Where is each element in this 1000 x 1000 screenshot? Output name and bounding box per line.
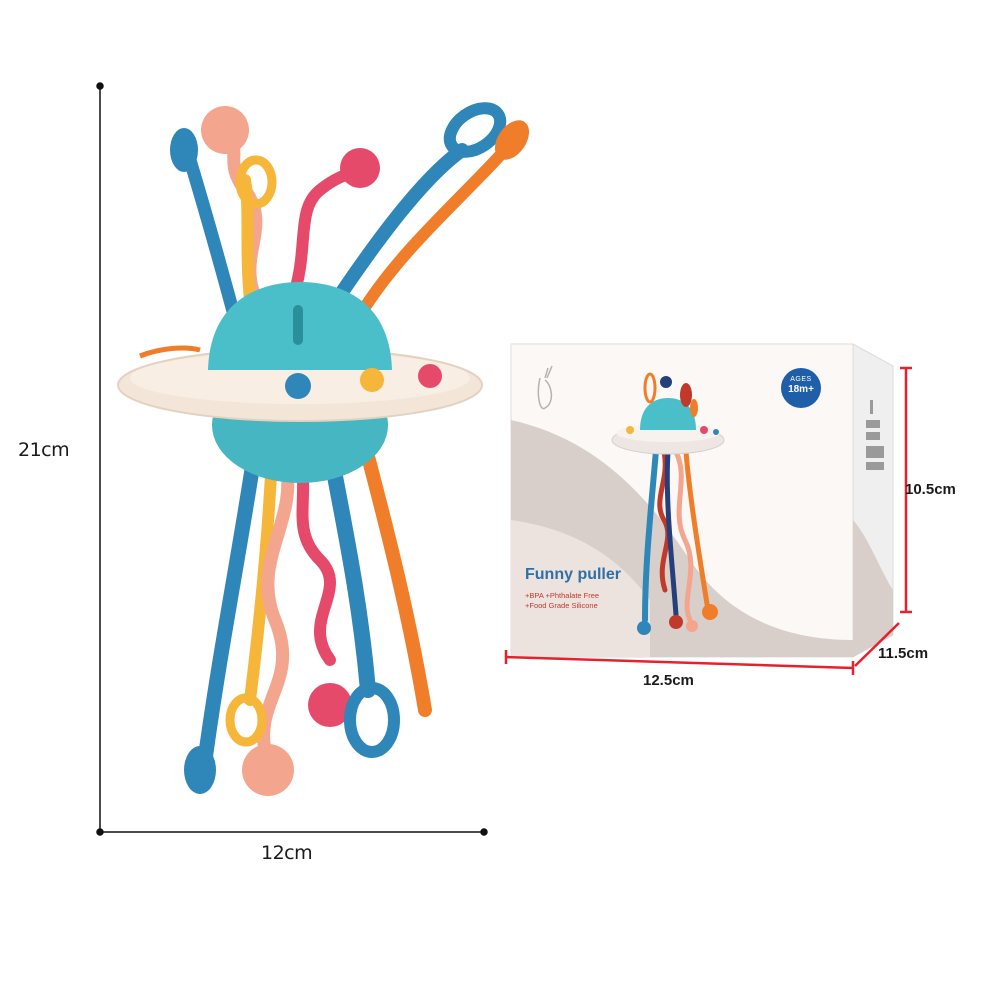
age-badge-value: 18m+ [788, 384, 814, 395]
pink-teether-disc [340, 148, 380, 188]
box-width-label: 12.5cm [643, 672, 694, 689]
yellow-ring-top [235, 155, 277, 209]
pull-string-toy [117, 102, 530, 796]
peach-strand-bottom [257, 453, 295, 757]
peach-disc-bottom [242, 744, 294, 796]
pink-strand-bottom [294, 449, 336, 666]
blue-strand-top-left [183, 153, 245, 337]
peach-teether-disc [201, 106, 249, 154]
toy-height-label: 21cm [18, 439, 70, 461]
pink-disc-bottom [308, 683, 352, 727]
blue-strand-bottom-right [322, 442, 376, 698]
box-height-label: 10.5cm [905, 481, 956, 498]
box-features: +BPA +Phthalate Free +Food Grade Silicon… [525, 591, 599, 611]
orange-strand-bottom [358, 438, 432, 717]
feature-line-1: +BPA +Phthalate Free [525, 591, 600, 600]
box-toy-image [611, 372, 725, 635]
blue-strand-bottom-left [197, 442, 263, 768]
yellow-ring-bottom [225, 693, 267, 747]
blue-strand-top-right [323, 143, 469, 317]
blue-teether-head [170, 128, 198, 172]
blue-button [285, 373, 311, 399]
age-badge-label: AGES [790, 376, 812, 383]
yellow-button [360, 368, 384, 392]
pink-button [418, 364, 442, 388]
box-product-name: Funny puller [525, 566, 621, 583]
blue-ring-bottom [344, 682, 400, 758]
blue-teether-bottom [184, 746, 216, 794]
product-box [510, 343, 894, 658]
box-side-wave [853, 520, 893, 657]
orange-button-edge [139, 345, 201, 359]
box-front-wave-light [511, 520, 650, 657]
brand-logo [537, 365, 553, 410]
toy-dimension-lines [96, 82, 488, 836]
age-badge: AGES 18m+ [781, 368, 821, 408]
orange-strand-top [354, 144, 511, 321]
blue-ring-top [443, 102, 507, 158]
side-panel-marks [866, 400, 884, 470]
yellow-strand-top [239, 174, 256, 306]
toy-width-label: 12cm [261, 842, 313, 864]
orange-teether-head [494, 120, 530, 160]
box-depth-label: 11.5cm [878, 645, 929, 662]
box-dimension-lines [504, 366, 912, 675]
dome-slot [293, 305, 303, 345]
feature-line-2: +Food Grade Silicone [525, 601, 598, 610]
